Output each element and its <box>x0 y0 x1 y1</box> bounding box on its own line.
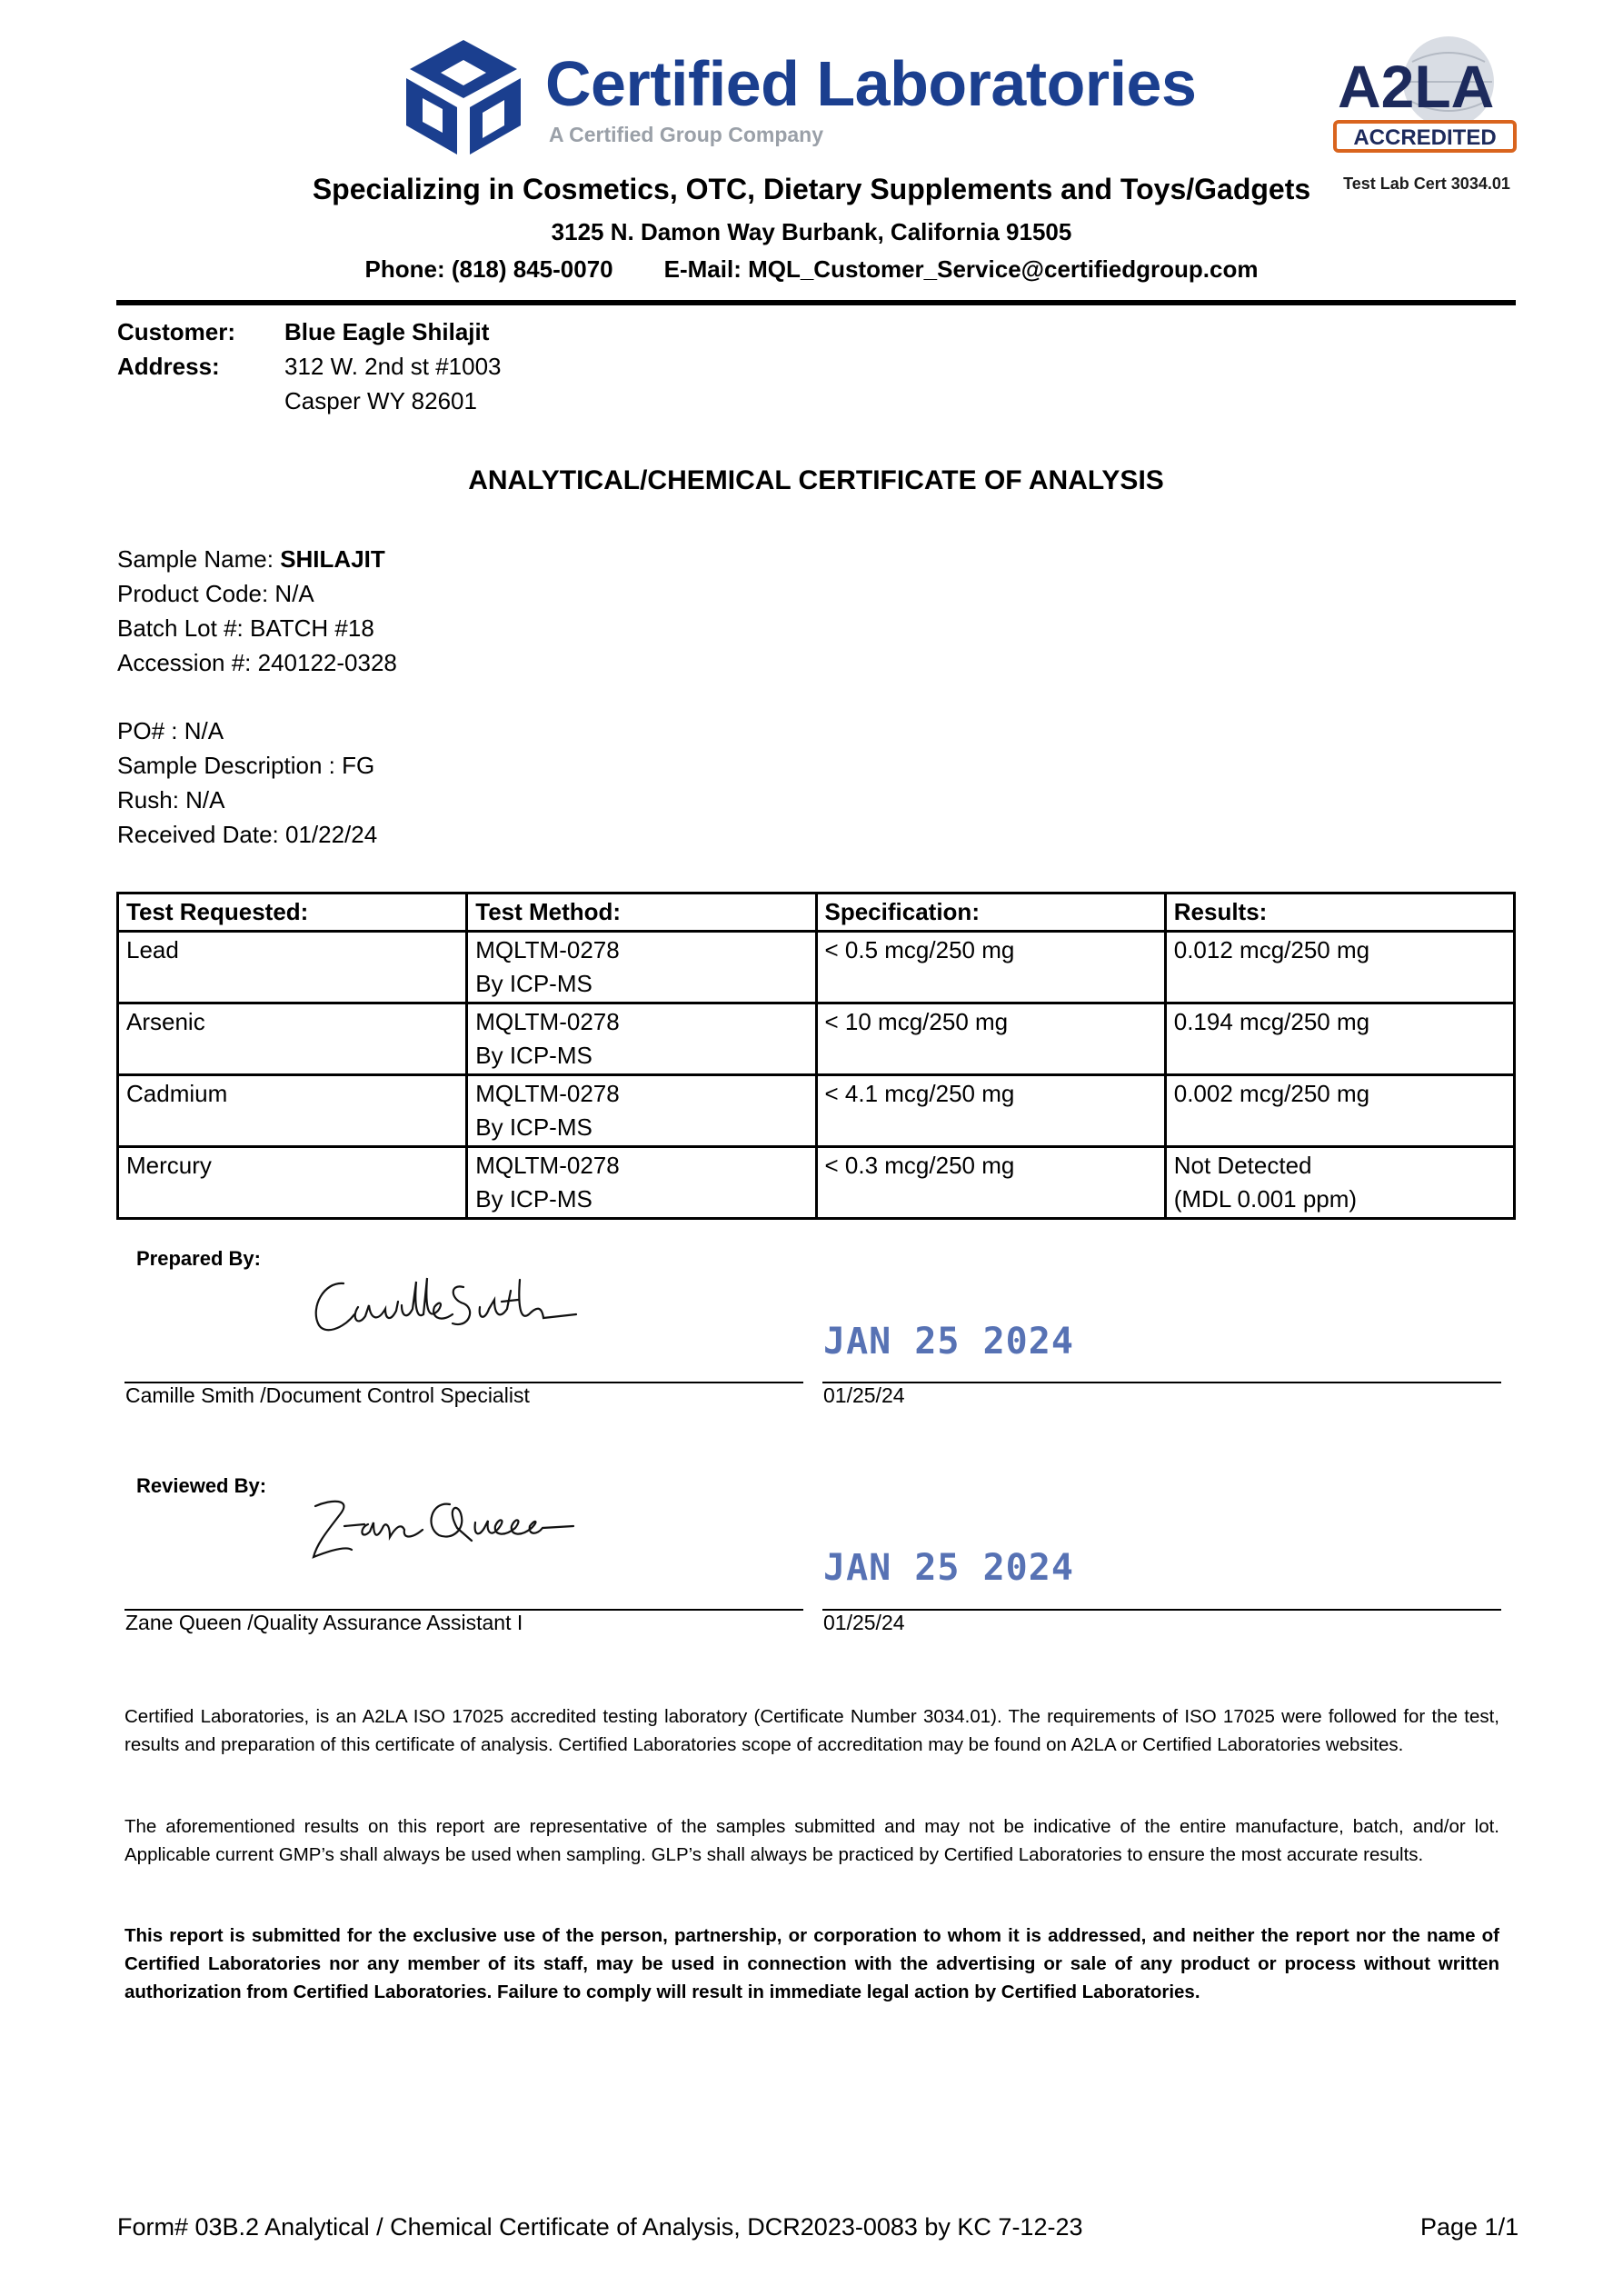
cell-spec: < 0.3 mcg/250 mg <box>814 1145 1167 1220</box>
company-name: Certified Laboratories <box>545 48 1197 119</box>
certificate-title: ANALYTICAL/CHEMICAL CERTIFICATE OF ANALY… <box>468 465 1164 495</box>
svg-text:A2LA: A2LA <box>1338 53 1494 120</box>
company-tagline: A Certified Group Company <box>549 123 823 146</box>
lab-phone: Phone: (818) 845-0070 <box>364 255 613 283</box>
prepared-by-name: Camille Smith /Document Control Speciali… <box>125 1383 530 1407</box>
reviewed-date-line <box>822 1609 1501 1611</box>
page-number: Page 1/1 <box>1420 2213 1519 2241</box>
header-specification: Specification: <box>814 892 1167 933</box>
lab-email: E-Mail: MQL_Customer_Service@certifiedgr… <box>663 255 1259 283</box>
product-code: Product Code: N/A <box>117 580 314 607</box>
svg-text:ACCREDITED: ACCREDITED <box>1353 125 1496 150</box>
prepared-by-label: Prepared By: <box>136 1247 261 1270</box>
batch-lot: Batch Lot #: BATCH #18 <box>117 614 374 642</box>
received-date: Received Date: 01/22/24 <box>117 821 378 848</box>
reviewed-name-line <box>124 1609 803 1611</box>
reviewed-signature-icon <box>312 1500 575 1559</box>
specializing-line: Specializing in Cosmetics, OTC, Dietary … <box>312 173 1311 205</box>
results-table: Test Requested: Test Method: Specificati… <box>115 892 1517 1220</box>
customer-label: Customer: <box>117 318 236 345</box>
cell-result: 0.194 mcg/250 mg <box>1163 1002 1517 1076</box>
cell-spec: < 10 mcg/250 mg <box>814 1002 1167 1076</box>
reviewed-by-name: Zane Queen /Quality Assurance Assistant … <box>125 1611 523 1634</box>
header-test-method: Test Method: <box>465 892 818 933</box>
prepared-signature-icon <box>314 1277 578 1332</box>
company-logo-icon <box>406 40 521 155</box>
cell-test: Lead <box>115 930 469 1004</box>
cell-test: Arsenic <box>115 1002 469 1076</box>
po-number: PO# : N/A <box>117 717 224 744</box>
cell-spec: < 0.5 mcg/250 mg <box>814 930 1167 1004</box>
customer-address-line1: 312 W. 2nd st #1003 <box>284 353 502 380</box>
sample-name-value: SHILAJIT <box>280 545 385 573</box>
header-divider <box>116 300 1516 305</box>
prepared-date: 01/25/24 <box>823 1383 905 1407</box>
address-label: Address: <box>117 353 220 380</box>
header-results: Results: <box>1163 892 1517 933</box>
prepared-date-line <box>822 1382 1501 1383</box>
header-test-requested: Test Requested: <box>115 892 469 933</box>
cell-test: Mercury <box>115 1145 469 1220</box>
exclusive-use-note: This report is submitted for the exclusi… <box>124 1925 1499 2002</box>
cell-test: Cadmium <box>115 1073 469 1148</box>
form-number: Form# 03B.2 Analytical / Chemical Certif… <box>117 2213 1083 2241</box>
prepared-name-line <box>124 1382 803 1383</box>
rush: Rush: N/A <box>117 786 225 814</box>
cell-result: 0.002 mcg/250 mg <box>1163 1073 1517 1148</box>
representative-note: The aforementioned results on this repor… <box>124 1816 1499 1865</box>
a2la-accredited-logo-icon: A2LA ACCREDITED <box>1333 36 1517 153</box>
test-lab-cert: Test Lab Cert 3034.01 <box>1343 175 1510 193</box>
accreditation-note: Certified Laboratories, is an A2LA ISO 1… <box>124 1706 1499 1755</box>
cell-result: Not Detected(MDL 0.001 ppm) <box>1163 1145 1517 1220</box>
sample-description: Sample Description : FG <box>117 752 375 779</box>
customer-address-line2: Casper WY 82601 <box>284 387 477 414</box>
contact-line: Phone: (818) 845-0070 E-Mail: MQL_Custome… <box>116 255 1507 284</box>
table-header-row: Test Requested: Test Method: Specificati… <box>115 892 1517 933</box>
cell-spec: < 4.1 mcg/250 mg <box>814 1073 1167 1148</box>
reviewed-date: 01/25/24 <box>823 1611 905 1634</box>
sample-name: Sample Name: SHILAJIT <box>117 545 385 574</box>
prepared-date-stamp: JAN 25 2024 <box>823 1321 1074 1363</box>
sample-name-label: Sample Name: <box>117 545 281 573</box>
reviewed-date-stamp: JAN 25 2024 <box>823 1547 1074 1589</box>
reviewed-by-label: Reviewed By: <box>136 1474 267 1497</box>
lab-address: 3125 N. Damon Way Burbank, California 91… <box>551 218 1072 245</box>
customer-name: Blue Eagle Shilajit <box>284 318 490 345</box>
accession-number: Accession #: 240122-0328 <box>117 649 397 676</box>
cell-result: 0.012 mcg/250 mg <box>1163 930 1517 1004</box>
